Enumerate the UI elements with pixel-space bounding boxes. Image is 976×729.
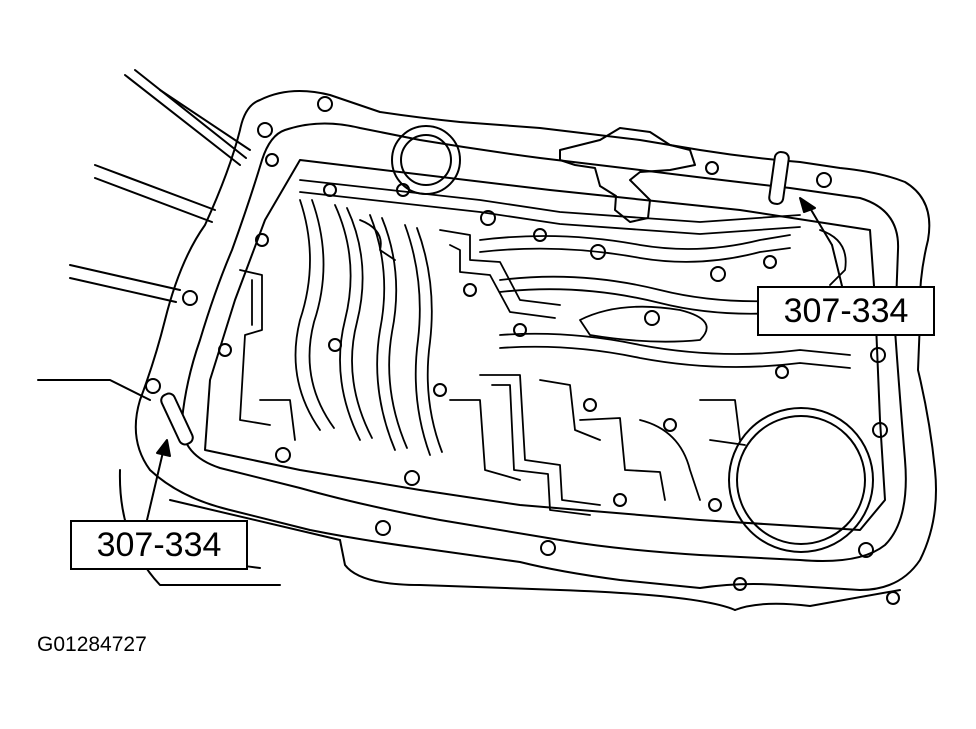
separator-plate — [204, 159, 886, 531]
alignment-pin-right — [768, 151, 843, 287]
callout-label-right: 307-334 — [757, 286, 935, 336]
alignment-pin-left — [146, 392, 194, 521]
figure-id: G01284727 — [37, 633, 147, 656]
solenoid-connector — [559, 127, 696, 223]
gasket-inner — [180, 122, 907, 562]
bolt-holes — [145, 96, 900, 605]
fluid-passages — [239, 179, 851, 516]
callout-label-left: 307-334 — [70, 520, 248, 570]
housing-outline — [134, 90, 937, 591]
bores — [391, 125, 874, 553]
